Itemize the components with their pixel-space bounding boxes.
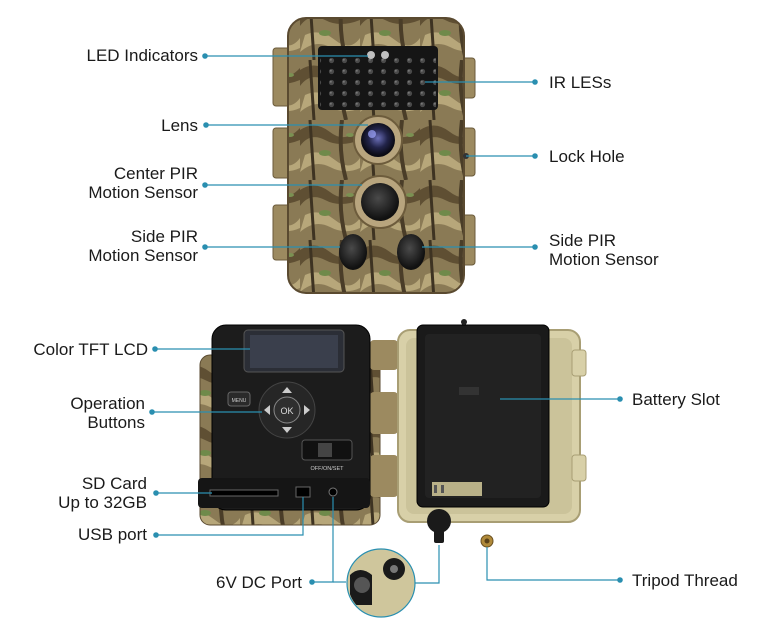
camera-front bbox=[272, 17, 476, 294]
label-sd-card-line1: SD Card bbox=[81, 474, 147, 493]
label-sd-card: SD Card Up to 32GB bbox=[58, 474, 147, 512]
label-center-pir: Center PIR Motion Sensor bbox=[88, 164, 198, 202]
label-ir-leds: IR LESs bbox=[549, 73, 612, 92]
sd-card-slot[interactable] bbox=[209, 489, 279, 497]
left-arrow-icon[interactable] bbox=[264, 405, 270, 415]
leader-lines bbox=[149, 53, 623, 585]
label-lock-hole: Lock Hole bbox=[549, 147, 625, 166]
label-operation-line1: Operation bbox=[70, 394, 145, 413]
battery-compartment bbox=[397, 319, 587, 548]
led-indicator-2 bbox=[381, 51, 389, 59]
led-indicator-1 bbox=[367, 51, 375, 59]
label-side-pir-left-line2: Motion Sensor bbox=[88, 246, 198, 265]
label-dc-port: 6V DC Port bbox=[216, 573, 302, 592]
lens bbox=[361, 123, 395, 157]
side-pir-sensor-left bbox=[339, 234, 367, 270]
label-side-pir-right-line1: Side PIR bbox=[549, 231, 617, 250]
label-operation-buttons: Operation Buttons bbox=[70, 394, 145, 432]
side-pir-sensor-right bbox=[397, 234, 425, 270]
down-arrow-icon[interactable] bbox=[282, 427, 292, 433]
menu-button[interactable] bbox=[227, 391, 251, 407]
ok-button-label: OK bbox=[280, 406, 293, 416]
center-pir-sensor bbox=[361, 183, 399, 221]
label-side-pir-right-line2: Motion Sensor bbox=[549, 250, 659, 269]
label-operation-line2: Buttons bbox=[87, 413, 145, 432]
label-side-pir-right: Side PIR Motion Sensor bbox=[549, 231, 659, 269]
menu-button-label: MENU bbox=[232, 398, 247, 404]
label-tripod-thread: Tripod Thread bbox=[632, 571, 738, 590]
switch-label: OFF/ON/SET bbox=[311, 466, 345, 472]
label-side-pir-left-line1: Side PIR bbox=[130, 227, 198, 246]
label-center-pir-line1: Center PIR bbox=[113, 164, 198, 183]
label-color-tft-lcd: Color TFT LCD bbox=[33, 340, 148, 359]
dc-port-zoom bbox=[346, 548, 416, 618]
usb-port[interactable] bbox=[295, 486, 311, 498]
ok-button[interactable] bbox=[273, 396, 301, 424]
dc-port[interactable] bbox=[328, 487, 338, 497]
up-arrow-icon[interactable] bbox=[282, 387, 292, 393]
label-lens: Lens bbox=[161, 116, 198, 135]
camera-back-panel: MENU OK OFF/ON/SET bbox=[198, 324, 398, 526]
label-side-pir-left: Side PIR Motion Sensor bbox=[88, 227, 198, 265]
label-battery-slot: Battery Slot bbox=[632, 390, 720, 409]
label-usb-port: USB port bbox=[78, 525, 147, 544]
lock-keyhole bbox=[427, 509, 451, 533]
label-center-pir-line2: Motion Sensor bbox=[88, 183, 198, 202]
label-led-indicators: LED Indicators bbox=[86, 46, 199, 65]
right-arrow-icon[interactable] bbox=[304, 405, 310, 415]
label-sd-card-line2: Up to 32GB bbox=[58, 493, 147, 512]
